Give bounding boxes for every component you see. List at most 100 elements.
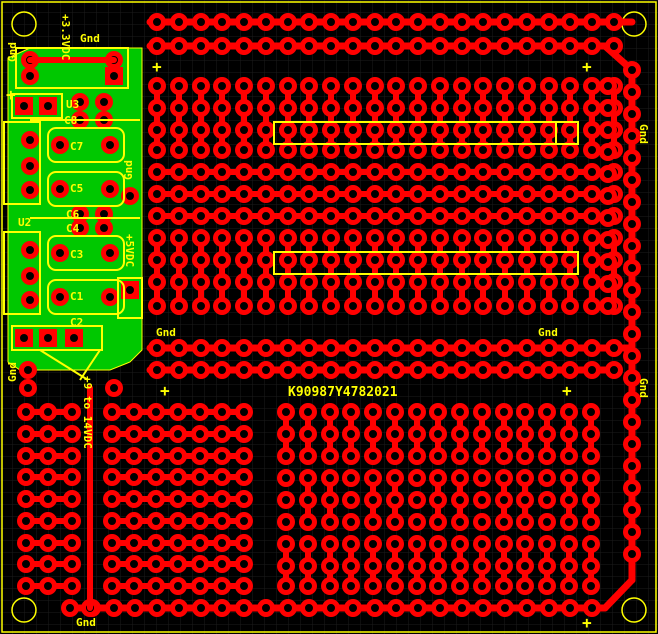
via-pad [300,229,318,247]
via-pad [213,13,231,31]
regulator-u3-outline [3,121,41,205]
via-pad [344,141,362,159]
via-pad [599,165,617,183]
via-pad [170,599,188,617]
via-pad [169,555,187,573]
via-pad [344,99,362,117]
via-pad [451,577,469,595]
via-pad [71,93,89,111]
via-pad [148,297,166,315]
via-pad [366,13,384,31]
via-pad [561,339,579,357]
via-pad [540,77,558,95]
via-pad [583,163,601,181]
via-pad [147,577,165,595]
via-pad [364,403,382,421]
via-pad [495,491,513,509]
via-pad [126,599,144,617]
via-pad [540,599,558,617]
regulator-u2-outline [3,231,41,315]
via-pad [409,185,427,203]
via-pad [561,77,579,95]
via-pad [235,207,253,225]
via-pad [387,339,405,357]
via-pad [518,229,536,247]
via-pad [623,479,641,497]
via-pad [387,273,405,291]
via-pad [101,244,119,262]
via-pad [451,403,469,421]
via-pad [299,557,317,575]
via-pad [583,185,601,203]
via-pad [257,229,275,247]
via-pad [235,273,253,291]
via-pad [344,185,362,203]
via-pad [299,577,317,595]
via-pad [192,297,210,315]
via-pad [474,13,492,31]
via-pad [344,251,362,269]
via-pad [386,557,404,575]
via-pad [148,37,166,55]
via-pad [235,297,253,315]
via-pad [213,251,231,269]
via-pad [148,251,166,269]
via-pad [213,207,231,225]
via-pad [279,13,297,31]
via-pad [473,491,491,509]
ic-socket-outline-bottom [273,251,579,275]
via-pad [103,534,121,552]
via-pad [409,77,427,95]
label-gnd-right-top: Gnd [637,124,650,144]
via-pad [599,253,617,271]
via-pad [518,297,536,315]
via-pad [39,512,57,530]
via-pad [344,361,362,379]
via-pad [453,37,471,55]
via-pad [431,361,449,379]
via-pad [538,557,556,575]
via-pad [39,468,57,486]
via-pad [299,403,317,421]
via-pad [342,491,360,509]
via-pad [583,229,601,247]
via-pad [170,13,188,31]
via-pad [538,425,556,443]
via-pad [561,207,579,225]
via-pad [582,469,600,487]
via-pad [366,297,384,315]
via-pad [599,209,617,227]
via-pad [170,121,188,139]
via-pad [453,361,471,379]
via-pad [429,535,447,553]
via-pad [496,297,514,315]
via-pad [342,577,360,595]
via-pad [496,13,514,31]
via-pad [583,77,601,95]
via-pad [540,121,558,139]
via-pad [496,163,514,181]
via-pad [386,535,404,553]
via-pad [386,425,404,443]
via-pad [17,403,35,421]
via-pad [431,37,449,55]
via-pad [473,447,491,465]
mounting-hole-br [621,597,647,623]
via-pad [409,207,427,225]
via-pad [496,37,514,55]
via-pad [169,403,187,421]
via-pad [474,251,492,269]
via-pad [257,361,275,379]
via-pad [453,13,471,31]
via-pad [495,577,513,595]
via-pad [344,163,362,181]
label-gnd-bottom: Gnd [76,616,96,629]
via-pad [321,403,339,421]
via-pad [623,237,641,255]
via-pad [21,241,39,259]
via-pad [148,163,166,181]
via-pad [125,425,143,443]
via-pad [623,149,641,167]
via-pad [103,512,121,530]
via-pad [386,491,404,509]
